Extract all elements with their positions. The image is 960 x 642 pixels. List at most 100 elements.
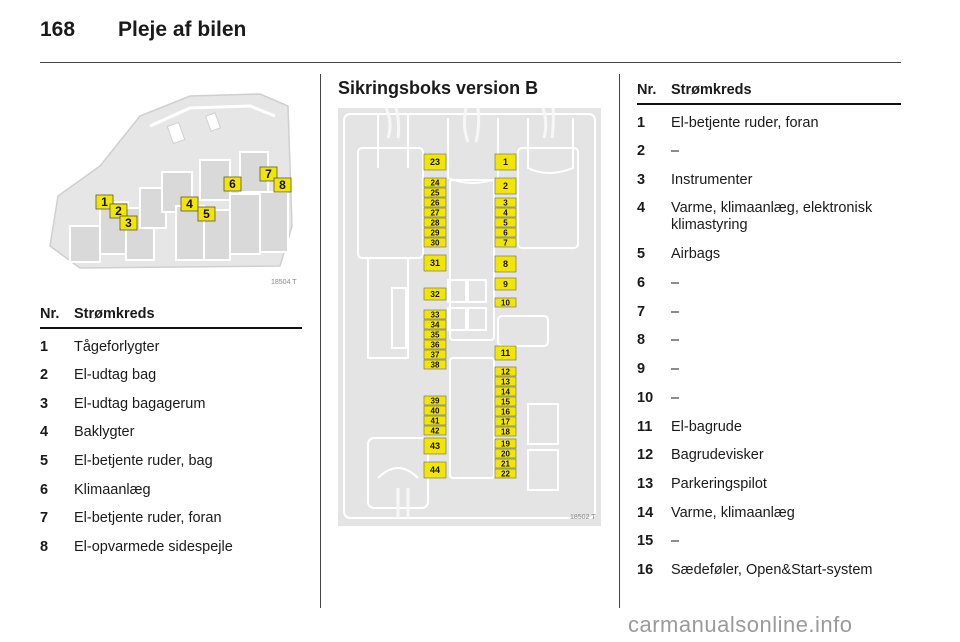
svg-text:19: 19 bbox=[501, 439, 510, 448]
table-row: 6– bbox=[637, 275, 680, 292]
svg-text:15: 15 bbox=[501, 397, 510, 406]
fuse-label: 39 bbox=[423, 395, 447, 405]
svg-text:16: 16 bbox=[501, 407, 510, 416]
fuse-label: 32 bbox=[423, 287, 447, 301]
fuse-label: 37 bbox=[423, 349, 447, 359]
column-header-nr: Nr. bbox=[40, 304, 74, 329]
fuse-label: 19 bbox=[494, 438, 517, 448]
fuse-label: 6 bbox=[494, 227, 517, 237]
fuse-label: 21 bbox=[494, 458, 517, 468]
svg-text:4: 4 bbox=[503, 208, 508, 217]
fuse-label: 35 bbox=[423, 329, 447, 339]
fuse-label: 3 bbox=[494, 197, 517, 207]
column-divider-2 bbox=[619, 74, 620, 608]
fuse-label: 1 bbox=[494, 153, 517, 171]
svg-text:11: 11 bbox=[501, 348, 511, 358]
table-row: 15– bbox=[637, 533, 680, 550]
fuse-column-left: 2324252627282930313233343536373839404142… bbox=[423, 153, 447, 479]
fuse-label: 34 bbox=[423, 319, 447, 329]
svg-text:2: 2 bbox=[115, 204, 122, 218]
fuse-label: 29 bbox=[423, 227, 447, 237]
svg-text:28: 28 bbox=[431, 218, 440, 227]
table-row: 2– bbox=[637, 143, 680, 159]
svg-text:22: 22 bbox=[501, 469, 510, 478]
fuse-label: 24 bbox=[423, 177, 447, 187]
section-title: Sikringsboks version B bbox=[338, 78, 539, 98]
fuse-label: 5 bbox=[494, 217, 517, 227]
svg-text:25: 25 bbox=[431, 188, 440, 197]
fuse-label: 4 bbox=[494, 207, 517, 217]
svg-text:29: 29 bbox=[431, 228, 440, 237]
svg-text:32: 32 bbox=[430, 289, 440, 299]
svg-text:26: 26 bbox=[431, 198, 440, 207]
callout-7: 7 bbox=[259, 166, 278, 182]
callout-1: 1 bbox=[95, 194, 114, 210]
callout-5: 5 bbox=[197, 206, 216, 222]
svg-text:42: 42 bbox=[431, 426, 440, 435]
column-header-nr: Nr. bbox=[637, 80, 671, 105]
column-divider-1 bbox=[320, 74, 321, 608]
svg-text:24: 24 bbox=[431, 178, 440, 187]
svg-text:44: 44 bbox=[430, 465, 440, 475]
column-header-circuit: Strømkreds bbox=[671, 80, 901, 105]
fuse-label: 8 bbox=[494, 255, 517, 273]
fuse-label: 11 bbox=[494, 345, 517, 361]
svg-text:3: 3 bbox=[503, 198, 508, 207]
fuse-label: 17 bbox=[494, 416, 517, 426]
svg-text:36: 36 bbox=[431, 340, 440, 349]
fuse-label: 36 bbox=[423, 339, 447, 349]
svg-text:10: 10 bbox=[501, 298, 510, 307]
svg-text:31: 31 bbox=[430, 258, 440, 268]
figure-code-b: 18502 T bbox=[570, 514, 596, 521]
svg-text:7: 7 bbox=[503, 238, 508, 247]
svg-text:34: 34 bbox=[431, 320, 440, 329]
svg-text:9: 9 bbox=[503, 279, 508, 289]
fuse-label: 33 bbox=[423, 309, 447, 319]
svg-text:8: 8 bbox=[279, 178, 286, 192]
fuse-label: 20 bbox=[494, 448, 517, 458]
table-row: 9– bbox=[637, 361, 680, 378]
svg-text:4: 4 bbox=[186, 197, 193, 211]
svg-text:18: 18 bbox=[501, 427, 510, 436]
fuse-label: 22 bbox=[494, 468, 517, 478]
fuse-label: 41 bbox=[423, 415, 447, 425]
column-header-circuit: Strømkreds bbox=[74, 304, 302, 329]
svg-text:30: 30 bbox=[431, 238, 440, 247]
svg-text:41: 41 bbox=[431, 416, 440, 425]
svg-text:40: 40 bbox=[431, 406, 440, 415]
fuse-label: 15 bbox=[494, 396, 517, 406]
svg-text:1: 1 bbox=[503, 157, 508, 167]
svg-text:3: 3 bbox=[125, 216, 132, 230]
svg-text:43: 43 bbox=[430, 441, 440, 451]
svg-text:35: 35 bbox=[431, 330, 440, 339]
fuse-block-drawing bbox=[40, 76, 302, 288]
svg-text:6: 6 bbox=[229, 177, 236, 191]
page-title: Pleje af bilen bbox=[118, 18, 247, 41]
svg-text:8: 8 bbox=[503, 259, 508, 269]
fuse-label: 25 bbox=[423, 187, 447, 197]
fuse-label: 30 bbox=[423, 237, 447, 247]
callout-3: 3 bbox=[119, 215, 138, 231]
svg-text:5: 5 bbox=[503, 218, 508, 227]
watermark: carmanualsonline.info bbox=[628, 612, 853, 637]
callout-8: 8 bbox=[273, 177, 292, 193]
svg-text:7: 7 bbox=[265, 167, 272, 181]
fuse-label: 2 bbox=[494, 177, 517, 195]
fuse-label: 44 bbox=[423, 461, 447, 479]
